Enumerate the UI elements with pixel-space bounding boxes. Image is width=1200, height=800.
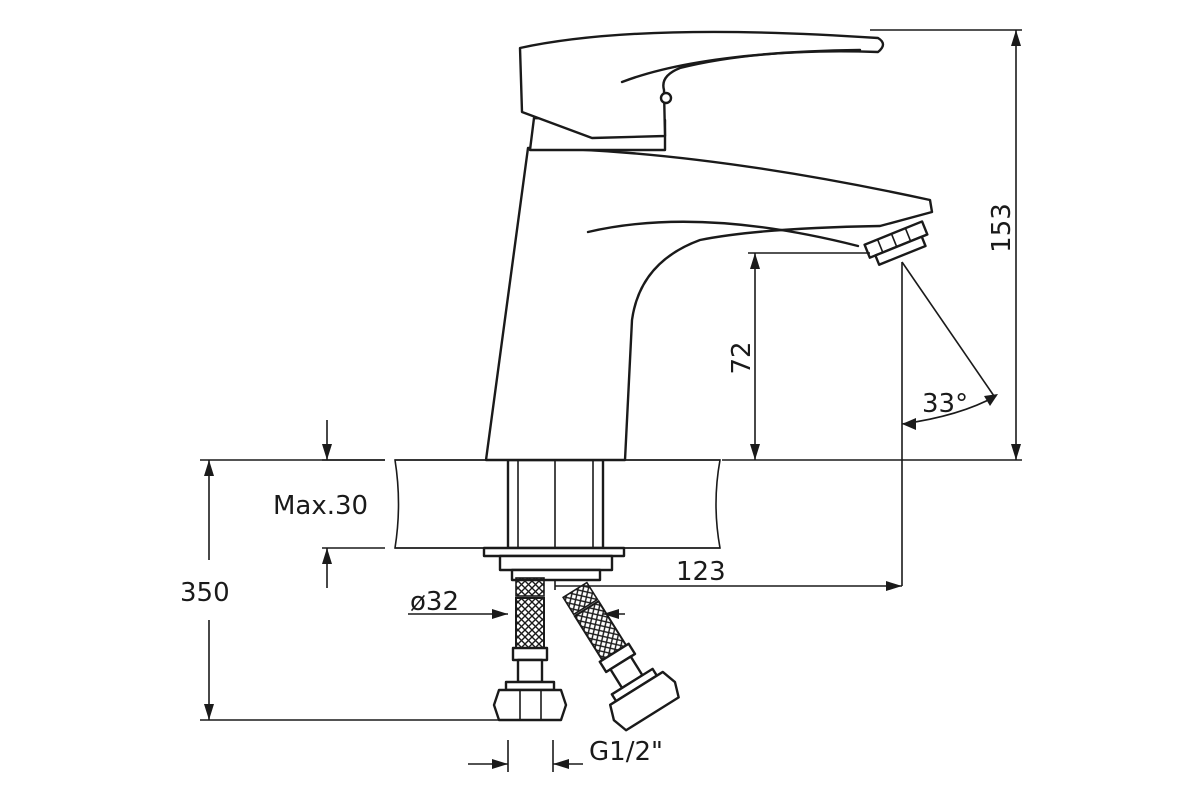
flexible-hose-left bbox=[492, 577, 568, 722]
mount-diameter-label: ø32 bbox=[410, 587, 459, 617]
flexible-hose-right bbox=[562, 581, 680, 732]
dimension-spout-height: 72 bbox=[727, 252, 870, 460]
spout-height-label: 72 bbox=[727, 341, 757, 374]
connection-thread-label: G1/2" bbox=[589, 737, 663, 767]
spray-angle-label: 33° bbox=[922, 389, 968, 419]
lever-screw bbox=[659, 91, 673, 105]
dimension-spray-angle: 33° bbox=[901, 261, 998, 586]
lever-contour-line bbox=[620, 48, 862, 84]
dimension-hose-length: 350 bbox=[180, 459, 500, 721]
max-thickness-label: Max.30 bbox=[273, 491, 368, 521]
hose-nut-right bbox=[608, 670, 680, 732]
countertop-right-hatch bbox=[602, 459, 721, 549]
total-height-label: 153 bbox=[987, 203, 1017, 253]
aerator bbox=[863, 220, 929, 266]
dimension-mount-diameter: ø32 bbox=[408, 587, 625, 619]
spout-reach-label: 123 bbox=[676, 557, 726, 587]
hose-nut-left bbox=[492, 688, 568, 722]
faucet-body bbox=[484, 146, 934, 462]
dimension-total-height: 153 bbox=[722, 29, 1022, 461]
bottom-fittings bbox=[482, 546, 626, 582]
fixing-nut bbox=[498, 554, 614, 572]
dimension-spout-reach: 123 bbox=[555, 557, 902, 591]
spout-contour-line bbox=[586, 220, 860, 248]
hose-length-label: 350 bbox=[180, 578, 230, 608]
dimension-counter-thickness: Max.30 bbox=[273, 420, 385, 588]
faucet-spout-body bbox=[484, 146, 934, 462]
handle-assembly bbox=[518, 30, 885, 152]
dimension-connection-thread: G1/2" bbox=[468, 737, 663, 772]
countertop-left-hatch bbox=[394, 459, 509, 549]
lever-handle bbox=[518, 30, 885, 140]
